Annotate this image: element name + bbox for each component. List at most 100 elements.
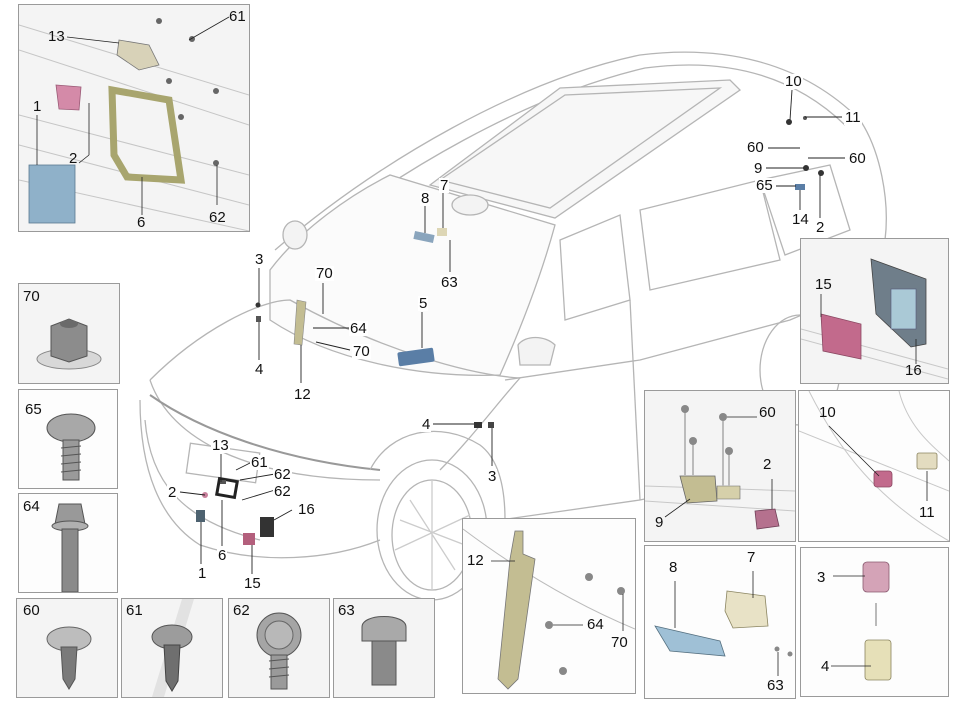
connector-3-side[interactable] bbox=[488, 422, 494, 428]
fastener-label-60: 60 bbox=[23, 602, 40, 619]
fastener-label-61: 61 bbox=[126, 602, 143, 619]
fastener-panel-65[interactable]: 65 bbox=[18, 389, 118, 489]
callout-9: 9 bbox=[753, 160, 764, 177]
callout-64: 64 bbox=[349, 320, 368, 337]
panel-callout-2: 2 bbox=[69, 150, 78, 167]
callout-62: 62 bbox=[273, 466, 292, 483]
callout-62b: 62 bbox=[273, 483, 292, 500]
panel-callout-70: 70 bbox=[611, 634, 628, 651]
callout-13: 13 bbox=[211, 437, 230, 454]
fastener-label-63: 63 bbox=[338, 602, 355, 619]
flange-nut-icon bbox=[50, 318, 88, 363]
panel-callout-1: 1 bbox=[33, 98, 42, 115]
camera-1[interactable] bbox=[196, 510, 205, 522]
callout-1: 1 bbox=[197, 565, 208, 582]
sensor-7-part bbox=[724, 590, 769, 629]
bracket-9-part bbox=[679, 475, 718, 504]
fastener-panel-60[interactable]: 60 bbox=[16, 598, 118, 698]
panel-callout-16: 16 bbox=[905, 362, 922, 379]
callout-16: 16 bbox=[297, 501, 316, 518]
fastener-panel-62[interactable]: 62 bbox=[228, 598, 330, 698]
connector-4[interactable] bbox=[256, 316, 261, 322]
sensor-7[interactable] bbox=[437, 228, 447, 236]
detail-panel-rear-bracket: 60 2 9 bbox=[644, 390, 796, 542]
detail-panel-roof-sensor: 8 7 63 bbox=[644, 545, 796, 699]
callout-5: 5 bbox=[418, 295, 429, 312]
callout-6: 6 bbox=[217, 547, 228, 564]
callout-70: 70 bbox=[315, 265, 334, 282]
callout-10: 10 bbox=[784, 73, 803, 90]
panel-callout-10: 10 bbox=[819, 404, 836, 421]
panel-callout-13: 13 bbox=[48, 28, 65, 45]
panel-callout-15: 15 bbox=[815, 276, 832, 293]
sensor-2-rear[interactable] bbox=[818, 170, 824, 176]
panel-callout-6: 6 bbox=[137, 214, 146, 231]
panel-callout-9: 9 bbox=[655, 514, 664, 531]
frame-6[interactable] bbox=[215, 476, 239, 500]
callout-63: 63 bbox=[440, 274, 459, 291]
callout-4: 4 bbox=[254, 361, 265, 378]
bracket-16[interactable] bbox=[260, 517, 274, 537]
panel-callout-60: 60 bbox=[759, 404, 776, 421]
panel-callout-11: 11 bbox=[919, 504, 935, 521]
callout-4-side: 4 bbox=[421, 416, 432, 433]
detail-panel-rear-sensor: 10 11 bbox=[798, 390, 950, 542]
callout-61: 61 bbox=[250, 454, 269, 471]
torx-screw-icon bbox=[62, 439, 80, 481]
panel-callout-61: 61 bbox=[229, 8, 246, 25]
bracket-13[interactable] bbox=[220, 480, 226, 484]
callout-70b: 70 bbox=[352, 343, 371, 360]
radar-15[interactable] bbox=[243, 533, 255, 545]
connector-4-part bbox=[864, 639, 892, 681]
radar-15-part bbox=[820, 313, 862, 360]
callout-2: 2 bbox=[167, 484, 178, 501]
callout-2-rear: 2 bbox=[815, 219, 826, 236]
panel-callout-7: 7 bbox=[747, 549, 756, 566]
detail-panel-connector: 3 4 bbox=[800, 547, 949, 697]
detail-panel-windshield-bracket: 12 64 70 bbox=[462, 518, 636, 694]
panel-callout-12: 12 bbox=[467, 552, 484, 569]
detail-panel-radar: 15 16 bbox=[800, 238, 949, 384]
frame-6-part bbox=[108, 85, 186, 184]
fastener-panel-64[interactable]: 64 bbox=[18, 493, 118, 593]
fastener-label-62: 62 bbox=[233, 602, 250, 619]
bracket-9[interactable] bbox=[803, 165, 809, 171]
sensor-8[interactable] bbox=[413, 231, 435, 243]
fastener-panel-61[interactable]: 61 bbox=[121, 598, 223, 698]
panel-callout-8: 8 bbox=[669, 559, 678, 576]
panel-callout-3: 3 bbox=[817, 569, 826, 586]
panel-callout-63: 63 bbox=[767, 677, 784, 694]
callout-15: 15 bbox=[243, 575, 262, 592]
fastener-panel-63[interactable]: 63 bbox=[333, 598, 435, 698]
sensor-8-part bbox=[654, 625, 726, 657]
connector-3[interactable] bbox=[255, 302, 261, 308]
fastener-panel-70[interactable]: 70 bbox=[18, 283, 120, 384]
fastener-label-70: 70 bbox=[23, 288, 40, 305]
fastener-label-65: 65 bbox=[25, 401, 42, 418]
torx-cheese-screw-icon bbox=[361, 616, 407, 642]
module-1-part bbox=[28, 164, 76, 224]
panel-callout-4: 4 bbox=[821, 658, 830, 675]
connector-4-side[interactable] bbox=[474, 422, 482, 428]
panel-callout-2: 2 bbox=[763, 456, 772, 473]
fastener-label-64: 64 bbox=[23, 498, 40, 515]
callout-7: 7 bbox=[439, 177, 450, 194]
leader-lines bbox=[179, 89, 845, 574]
callout-8: 8 bbox=[420, 190, 431, 207]
part-14[interactable] bbox=[795, 184, 805, 190]
bracket-12-part bbox=[497, 530, 536, 690]
callout-11: 11 bbox=[844, 109, 862, 126]
panel-callout-64: 64 bbox=[587, 616, 604, 633]
callout-65: 65 bbox=[755, 177, 774, 194]
callout-14: 14 bbox=[791, 211, 810, 228]
callout-60b: 60 bbox=[848, 150, 867, 167]
callout-3: 3 bbox=[254, 251, 265, 268]
panel-callout-62: 62 bbox=[209, 209, 226, 226]
control-unit-5[interactable] bbox=[397, 347, 435, 367]
sensor-10[interactable] bbox=[786, 119, 792, 125]
bracket-12[interactable] bbox=[293, 299, 307, 346]
main-parts bbox=[196, 116, 824, 545]
bracket-13-part bbox=[116, 39, 160, 71]
sensor-11-part bbox=[916, 452, 938, 470]
